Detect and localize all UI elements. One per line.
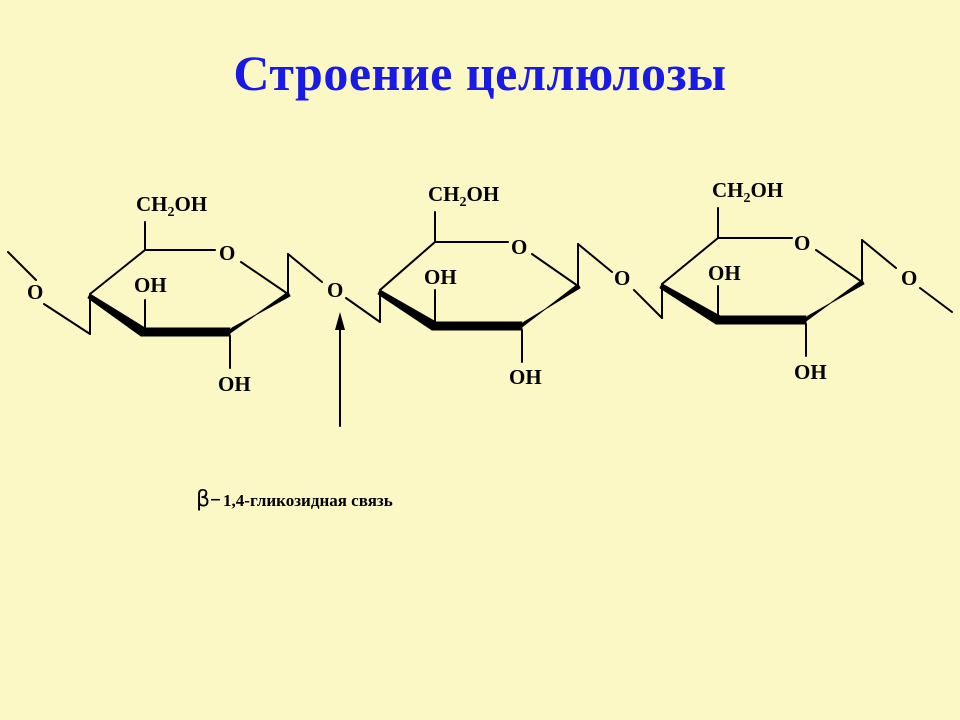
hydroxyl-label: OH <box>509 365 542 389</box>
ch2oh-label: CH2OH <box>428 182 499 210</box>
hydroxyl-label: OH <box>708 261 741 285</box>
glycosidic-bridge-2: O <box>614 266 663 319</box>
ring-oxygen-label: O <box>511 235 527 259</box>
glucose-unit-2: CH2OH O OH OH <box>377 182 613 389</box>
hydroxyl-label: OH <box>218 372 251 396</box>
glycosidic-bond-arrow <box>335 312 345 427</box>
ring-oxygen-label: O <box>794 231 810 255</box>
ch2oh-label: CH2OH <box>136 192 207 220</box>
hydroxyl-label: OH <box>424 265 457 289</box>
glucose-unit-1: CH2OH O O OH OH <box>7 192 323 396</box>
bridge-oxygen-label: O <box>614 266 630 290</box>
ch2oh-label: CH2OH <box>712 178 783 206</box>
glycosidic-bond-caption: β–1,4-гликозидная связь <box>196 487 393 512</box>
slide-title: Строение целлюлозы <box>233 45 727 101</box>
bridge-oxygen-label: O <box>27 280 43 304</box>
hydroxyl-label: OH <box>794 360 827 384</box>
glucose-unit-3: CH2OH O OH OH O <box>659 178 953 384</box>
bridge-oxygen-label: O <box>327 278 343 302</box>
arrowhead-icon <box>335 312 345 330</box>
ring-oxygen-label: O <box>219 241 235 265</box>
glycosidic-bridge-1: O <box>327 278 381 323</box>
bridge-oxygen-label: O <box>901 266 917 290</box>
hydroxyl-label: OH <box>134 273 167 297</box>
